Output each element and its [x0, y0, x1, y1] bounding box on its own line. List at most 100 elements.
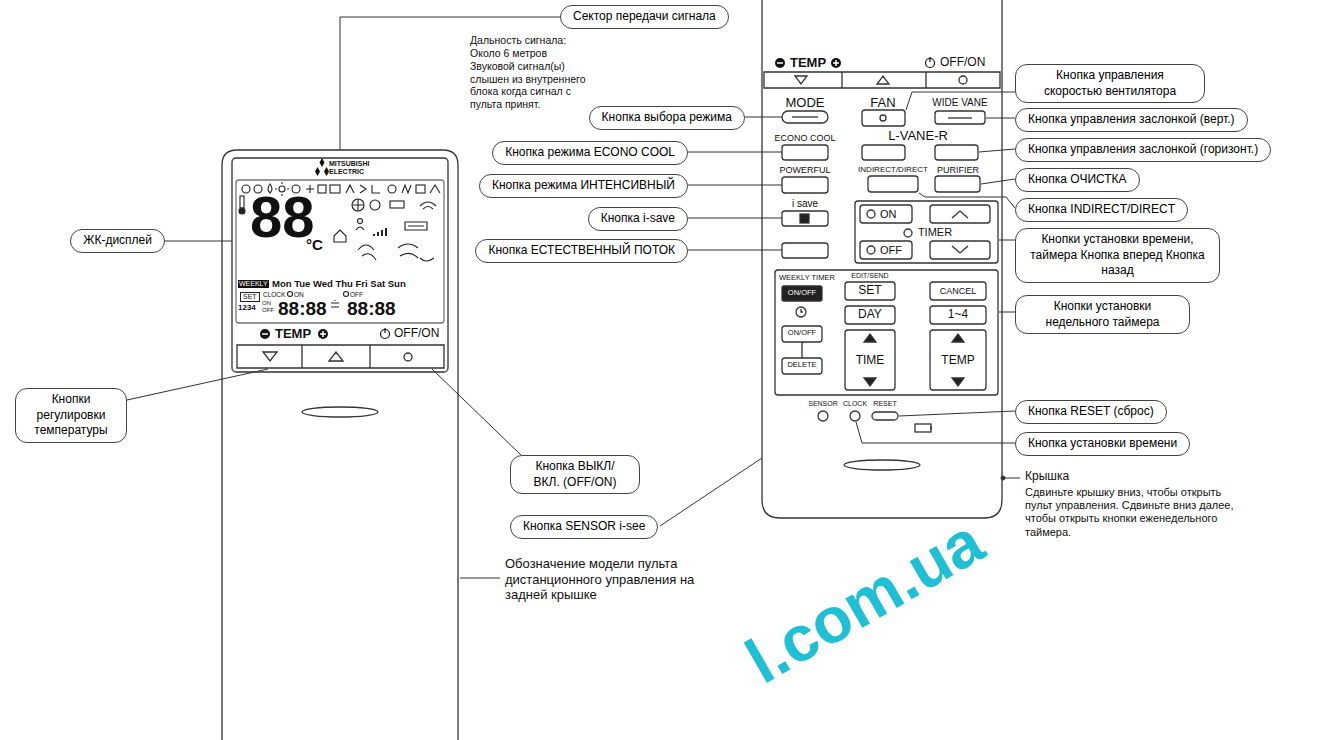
lcd-icons — [239, 208, 245, 214]
button-label: DELETE — [787, 361, 816, 370]
right-remote-body — [850, 411, 860, 421]
temp-sign-symbols — [262, 333, 268, 335]
leader-line — [1003, 478, 1020, 479]
right-remote-body — [959, 76, 967, 84]
lcd-icons — [356, 227, 364, 230]
button-label: 1~4 — [948, 308, 968, 322]
callout-box: Кнопка режима ECONO COOL — [492, 141, 688, 165]
logo-mark — [315, 158, 329, 176]
left-remote — [237, 345, 444, 368]
lcd-icons — [430, 185, 440, 193]
leader-line — [1001, 476, 1005, 480]
right-remote-body — [930, 241, 990, 259]
button-label: PURIFIER — [937, 165, 979, 175]
callout-text: Кнопка SENSOR i-see — [523, 519, 645, 535]
button-label: OFF/ON — [394, 327, 439, 341]
right-remote-body — [762, 0, 1002, 518]
callout-box: Кнопка ОЧИСТКА — [1015, 168, 1140, 192]
right-remote-body — [782, 358, 822, 374]
button-label: POWERFUL — [779, 165, 830, 175]
button-label: TIME — [856, 354, 885, 368]
callout-text: Кнопка ЕСТЕСТВЕННЫЙ ПОТОК — [488, 243, 675, 259]
button-label: FAN — [870, 96, 895, 111]
right-remote-body — [867, 246, 875, 254]
right-remote-body — [935, 145, 978, 160]
callout-text: Кнопка ВЫКЛ/ВКЛ. (OFF/ON) — [523, 459, 627, 490]
callout-box: Кнопка управления скоростью вентилятора — [1015, 64, 1205, 103]
button-label: TIMER — [918, 226, 952, 239]
button-label: ON/OFF — [788, 329, 816, 338]
callout-text: Кнопка INDIRECT/DIRECT — [1028, 202, 1175, 218]
leader-line — [432, 369, 522, 456]
left-remote — [232, 158, 448, 372]
right-remote-body — [782, 145, 828, 160]
right-remote-body — [952, 246, 968, 253]
lcd-icons — [416, 185, 425, 193]
lcd-icons — [405, 222, 427, 230]
lcd-text: WEEKLY — [238, 280, 269, 288]
lcd-icons — [288, 292, 293, 297]
right-remote-body — [782, 111, 828, 123]
button-label: MODE — [786, 96, 825, 111]
callout-text: Кнопка режима ECONO COOL — [505, 145, 675, 161]
callout-box: Кнопки установки недельного таймера — [1015, 295, 1190, 334]
leader-line — [919, 193, 1015, 208]
right-remote-body — [935, 111, 985, 124]
temp-sign-symbols — [260, 329, 270, 339]
right-remote-body — [792, 116, 818, 117]
lcd-text: SET — [240, 292, 260, 302]
button-label: INDIRECT/DIRECT — [858, 165, 928, 174]
temp-sign-symbols — [833, 60, 839, 66]
callout-text: Кнопка ОЧИСТКА — [1028, 172, 1127, 188]
lcd-text: 88:88 — [347, 298, 396, 320]
left-remote — [404, 353, 412, 361]
callout-box: ЖК-дисплей — [70, 229, 165, 253]
button-label: ON/OFF — [788, 289, 816, 298]
temp-sign-symbols — [777, 62, 783, 64]
callout-box: Кнопка RESET (сброс) — [1015, 400, 1167, 424]
right-remote-body — [782, 286, 822, 301]
right-remote-body — [764, 72, 1000, 88]
callout-box: Кнопка i-save — [588, 207, 688, 231]
leader-line — [460, 578, 500, 579]
right-remote-body — [872, 412, 898, 420]
button-label: OFF — [880, 244, 902, 257]
leader-line — [856, 422, 1015, 443]
leader-line — [899, 411, 1015, 416]
left-remote — [222, 150, 458, 740]
right-remote-body — [800, 214, 809, 223]
right-remote — [688, 0, 1020, 518]
lcd-icons — [240, 196, 244, 208]
button-label: WIDE VANE — [932, 97, 987, 109]
button-label: WEEKLY TIMER — [779, 274, 835, 283]
callout-text: Кнопка управления заслонкой (верт.) — [1028, 112, 1235, 128]
leader-line — [999, 312, 1015, 313]
callout-box: Кнопка установки времени — [1015, 432, 1190, 456]
right-remote-body — [930, 205, 990, 223]
lcd-icons — [330, 185, 340, 193]
right-remote-body — [880, 115, 886, 121]
right-remote-body — [868, 176, 918, 192]
button-label: ON — [880, 208, 897, 221]
button-label: EDIT/SEND — [851, 272, 888, 280]
callout-text: Кнопки установки недельного таймера — [1028, 299, 1177, 330]
button-label: TEMP — [941, 354, 974, 368]
lcd-text: OFF — [262, 307, 274, 314]
callout-box: Кнопка SENSOR i-see — [510, 515, 658, 539]
lcd-icons — [334, 230, 346, 242]
callout-text: ЖК-дисплей — [83, 233, 152, 249]
callout-text: Кнопка i-save — [601, 211, 675, 227]
right-remote-body — [862, 145, 905, 160]
left-remote — [236, 180, 444, 323]
leader-line — [127, 17, 819, 578]
lcd-icons — [352, 199, 364, 211]
watermark: l.com.ua — [734, 505, 996, 699]
callout-text: Кнопка управления скоростью вентилятора — [1028, 68, 1192, 99]
lcd-icons — [346, 185, 380, 193]
button-label: RESET — [873, 400, 896, 408]
temp-sign-symbols — [831, 58, 841, 68]
callout-box: Кнопка ВЫКЛ/ВКЛ. (OFF/ON) — [510, 455, 640, 494]
button-label: CLOCK — [843, 400, 867, 408]
right-remote-body — [862, 110, 905, 126]
leader-line — [981, 179, 1015, 184]
